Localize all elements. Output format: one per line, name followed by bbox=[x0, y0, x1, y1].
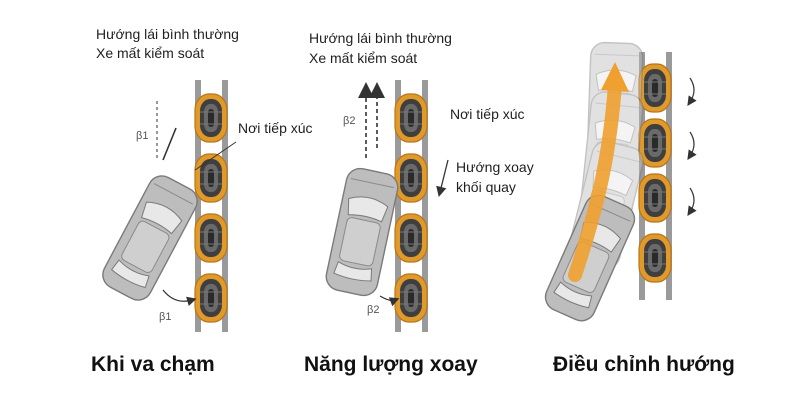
roller-icon bbox=[194, 213, 228, 263]
panel2-beta-top: β2 bbox=[343, 115, 356, 127]
panel-2 bbox=[322, 80, 449, 332]
panel2-caption: Năng lượng xoay bbox=[304, 353, 478, 376]
rotation-arrow-icon bbox=[687, 131, 697, 160]
panel1-caption: Khi va chạm bbox=[91, 353, 215, 376]
deviation-line bbox=[162, 127, 177, 161]
rotation-arrow-icon bbox=[687, 187, 697, 216]
panel1-normal-direction-label: Hướng lái bình thường bbox=[96, 26, 239, 42]
rotation-arrow-icon bbox=[687, 77, 697, 106]
rotation-arrow-icon bbox=[436, 159, 449, 198]
panel2-beta-bottom: β2 bbox=[367, 304, 380, 316]
roller-icon bbox=[194, 153, 228, 203]
direction-arrow-icon bbox=[568, 78, 622, 282]
roller-icon bbox=[638, 173, 672, 223]
direction-arrow-icon bbox=[601, 62, 629, 92]
roller-icon bbox=[394, 153, 428, 203]
roller-icon bbox=[194, 273, 228, 323]
roller-icon bbox=[394, 213, 428, 263]
panel2-rotation-label-2: khối quay bbox=[456, 179, 516, 195]
angle-arrow-icon bbox=[379, 295, 400, 307]
rail-pair bbox=[395, 80, 428, 332]
car-icon bbox=[322, 165, 402, 299]
roller-icon bbox=[394, 273, 428, 323]
contact-pointer bbox=[194, 141, 237, 171]
panel2-rotation-label-1: Hướng xoay bbox=[456, 159, 534, 175]
rail-pair bbox=[195, 80, 228, 332]
roller-icon bbox=[638, 63, 672, 113]
panel1-loss-control-label: Xe mất kiểm soát bbox=[96, 45, 205, 61]
angle-arrow-icon bbox=[162, 289, 197, 306]
rail-pair bbox=[639, 52, 672, 300]
car-icon bbox=[97, 170, 203, 306]
panel3-caption: Điều chỉnh hướng bbox=[553, 353, 735, 376]
roller-icon bbox=[394, 93, 428, 143]
panel1-contact-label: Nơi tiếp xúc bbox=[238, 120, 313, 136]
panel1-beta-bottom: β1 bbox=[159, 311, 172, 323]
panel2-normal-direction-label: Hướng lái bình thường bbox=[309, 30, 452, 46]
roller-icon bbox=[194, 93, 228, 143]
panel-3 bbox=[540, 41, 697, 326]
panel-1 bbox=[97, 80, 237, 332]
panel2-contact-label: Nơi tiếp xúc bbox=[450, 106, 525, 122]
panel1-beta-top: β1 bbox=[136, 130, 149, 142]
panel2-loss-control-label: Xe mất kiểm soát bbox=[309, 50, 418, 66]
roller-icon bbox=[638, 233, 672, 283]
